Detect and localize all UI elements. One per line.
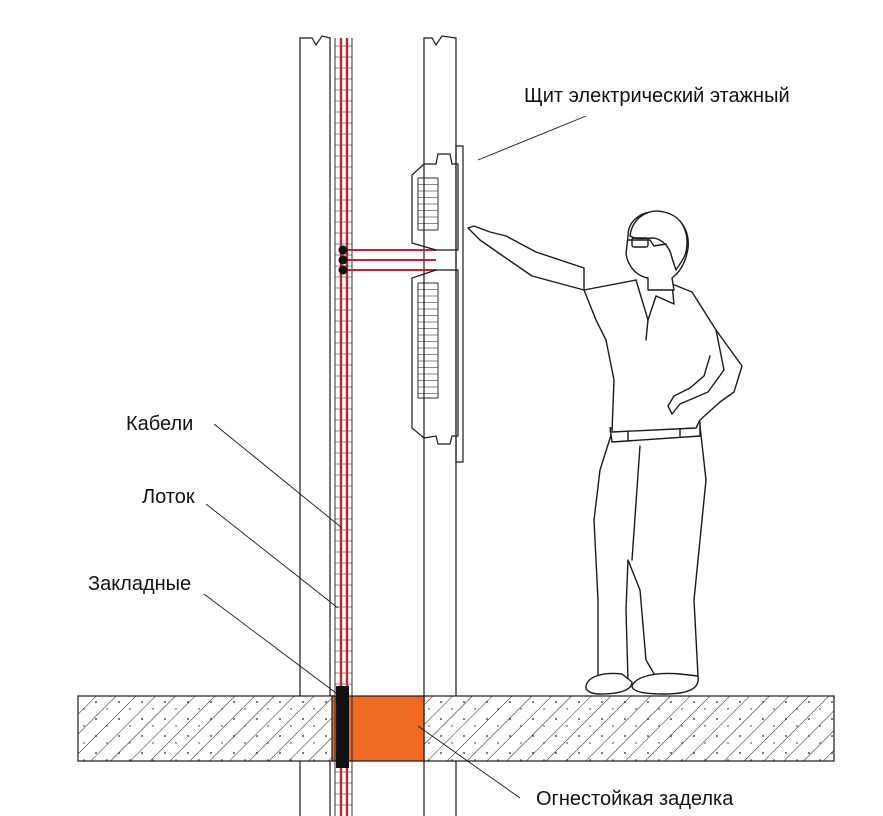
leader-line-tray [205, 503, 339, 609]
leader-lines [203, 115, 587, 799]
cable-junction [338, 245, 348, 255]
label-panel: Щит электрический этажный [524, 85, 790, 107]
label-embedded: Закладные [88, 573, 191, 595]
cable-junction [338, 255, 348, 265]
embedded-sleeve [336, 686, 349, 768]
cable-junction [338, 265, 348, 275]
label-tray: Лоток [142, 486, 195, 508]
person-figure [467, 210, 743, 695]
leader-line-cables [213, 423, 343, 529]
floor-electrical-panel [411, 145, 464, 463]
leader-line-embedded [203, 593, 341, 697]
leader-line-panel [477, 115, 587, 161]
branch-cables [338, 245, 436, 275]
shaft-wall-right [423, 35, 457, 816]
floor-slab [77, 695, 835, 762]
label-cables: Кабели [126, 413, 193, 435]
shaft-wall-left [299, 35, 331, 816]
cable-tray [334, 38, 353, 816]
leader-line-firestop [417, 725, 521, 799]
label-firestop: Огнестойкая заделка [536, 788, 734, 810]
